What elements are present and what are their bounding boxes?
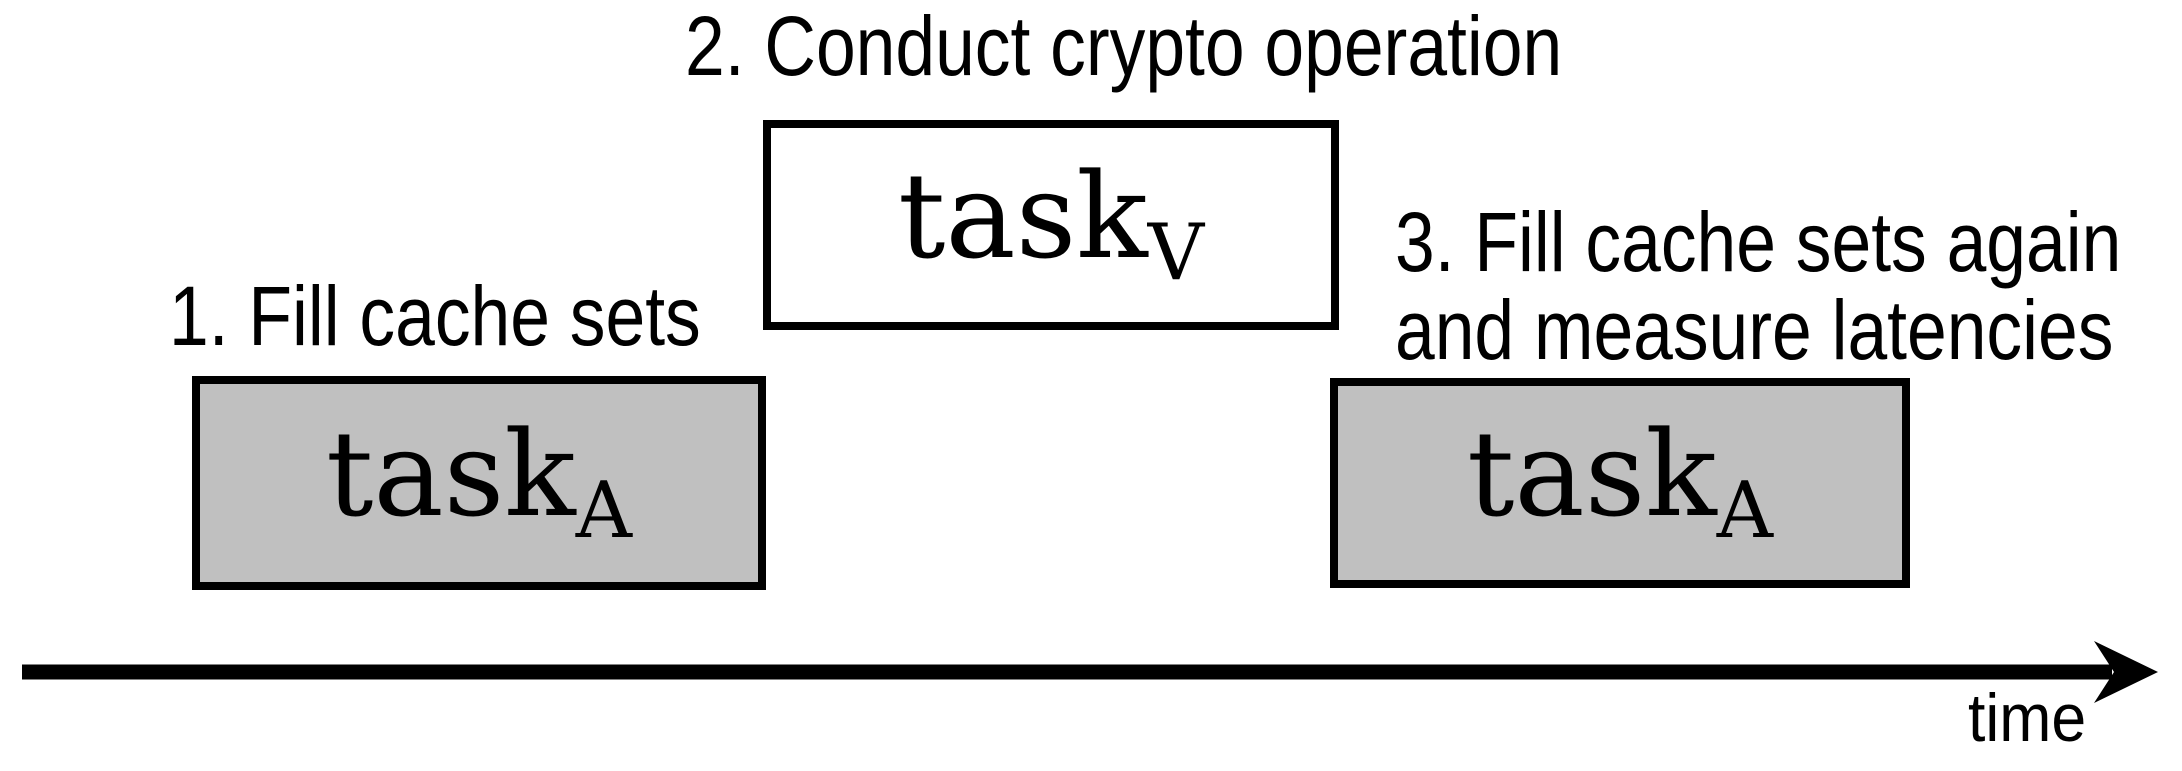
task-subscript: A	[575, 465, 633, 556]
step3-label: 3. Fill cache sets again and measure lat…	[1395, 198, 2121, 374]
task-word: task	[897, 147, 1148, 286]
task-word: task	[325, 405, 576, 544]
task-a-box-second-text: taskA	[1467, 415, 1773, 551]
task-a-box-second: taskA	[1330, 378, 1910, 588]
step3-label-line2: and measure latencies	[1395, 283, 2114, 377]
task-v-box: taskV	[763, 120, 1339, 330]
task-word: task	[1466, 405, 1717, 544]
task-a-box-first-text: taskA	[326, 415, 632, 551]
step1-label: 1. Fill cache sets	[169, 269, 701, 363]
time-axis-arrowhead-icon	[2094, 641, 2158, 703]
task-a-box-first: taskA	[192, 376, 766, 590]
time-axis-label: time	[1968, 680, 2087, 756]
task-v-box-text: taskV	[898, 157, 1204, 293]
time-axis-arrow	[22, 641, 2158, 703]
step3-label-line1: 3. Fill cache sets again	[1395, 195, 2122, 289]
task-subscript: A	[1716, 465, 1774, 556]
step2-label: 2. Conduct crypto operation	[685, 0, 1563, 93]
task-subscript: V	[1147, 207, 1205, 298]
